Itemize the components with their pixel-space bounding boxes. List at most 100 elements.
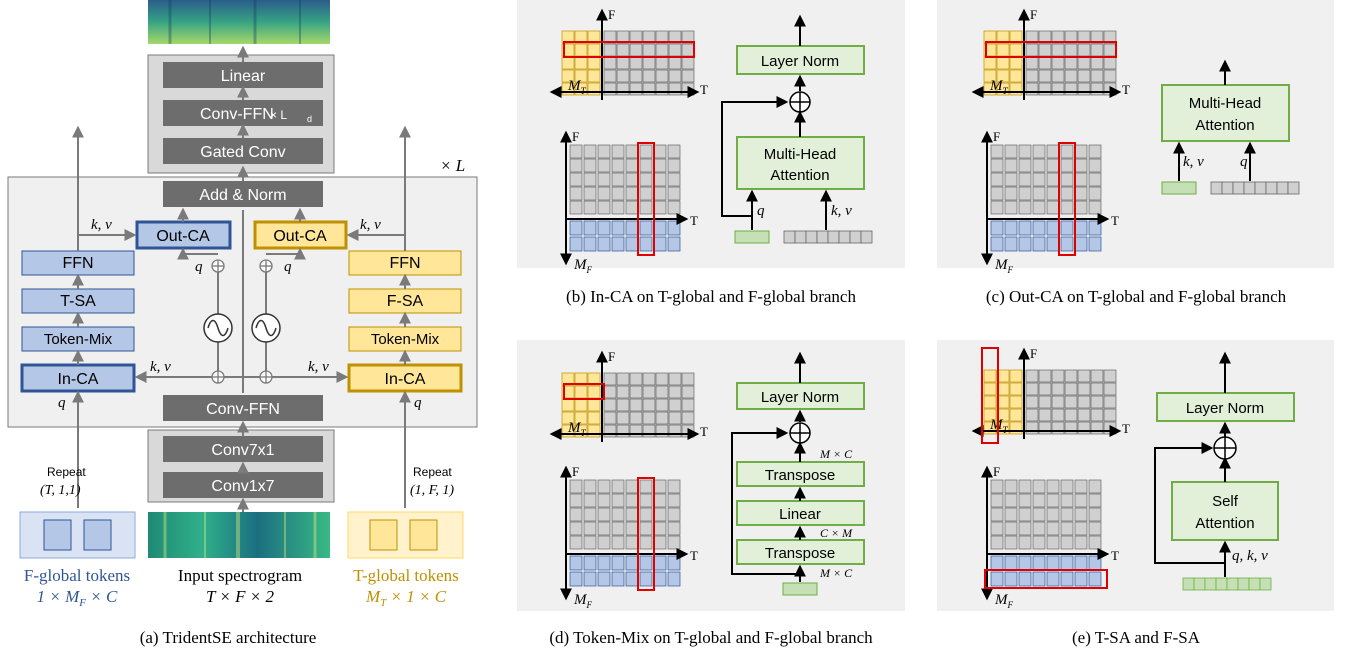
- feature-cell: [1064, 82, 1078, 96]
- panel-d-blocks: Layer Norm Transpose Linear Transpose M …: [731, 351, 865, 596]
- f-global-token-cell: [1018, 555, 1032, 571]
- gated-conv-label: Gated Conv: [200, 144, 285, 161]
- feature-cell: [1032, 158, 1046, 173]
- feature-cell: [569, 535, 583, 550]
- f-global-token-cell: [583, 220, 597, 236]
- right-branch: FFN F-SA Token-Mix In-CA k, v q: [346, 125, 463, 508]
- feature-cell: [1074, 535, 1088, 550]
- feature-cell: [668, 424, 682, 438]
- d-dim-3: M × C: [819, 566, 853, 580]
- conv-ffn-mid-label: Conv-FFN: [206, 401, 280, 418]
- feature-cell: [603, 69, 617, 83]
- t-global-token-cell: [561, 56, 575, 70]
- b-mha-label-1: Multi-Head: [764, 146, 837, 163]
- feature-cell: [1038, 395, 1052, 409]
- f-global-token-cell: [1046, 220, 1060, 236]
- t-axis-label: T: [690, 213, 698, 228]
- f-axis-label: F: [1030, 346, 1037, 361]
- t-global-token-cell: [587, 82, 601, 96]
- c-mha: [1161, 84, 1290, 142]
- feature-cell: [1032, 493, 1046, 508]
- feature-cell: [1025, 395, 1039, 409]
- feature-cell: [1046, 186, 1060, 201]
- panel-a-architecture: Linear Conv-FFN × L d Gated Conv × L Add…: [7, 0, 478, 647]
- conv-ffn-ld-block: [163, 100, 323, 126]
- feature-cell: [1060, 158, 1074, 173]
- t-global-token-cell: [983, 382, 997, 396]
- f-global-token-cell: [639, 236, 653, 252]
- feature-cell: [653, 172, 667, 187]
- feature-cell: [668, 385, 682, 399]
- f-global-token-cell: [653, 236, 667, 252]
- f-global-token-cell: [597, 555, 611, 571]
- b-mha-label-2: Attention: [770, 167, 829, 184]
- left-inca-label: In-CA: [58, 371, 99, 388]
- highlight-box: [563, 383, 605, 400]
- e-tokens: [1182, 577, 1272, 591]
- e-sa-label-2: Attention: [1195, 515, 1254, 532]
- c-mha-label-1: Multi-Head: [1189, 95, 1262, 112]
- f-global-token-cell: [625, 555, 639, 571]
- feature-cell: [1025, 82, 1039, 96]
- feature-cell: [569, 158, 583, 173]
- feature-cell: [569, 507, 583, 522]
- feature-cell: [1025, 43, 1039, 57]
- feature-cell: [653, 521, 667, 536]
- right-inca-label: In-CA: [385, 371, 426, 388]
- b-q-token: [734, 230, 770, 244]
- feature-cell: [667, 172, 681, 187]
- feature-cell: [655, 69, 669, 83]
- feature-cell: [1051, 69, 1065, 83]
- feature-cell: [616, 56, 630, 70]
- feature-cell: [639, 507, 653, 522]
- t-global-token-cell: [574, 43, 588, 57]
- feature-cell: [1090, 408, 1104, 422]
- feature-cell: [1038, 82, 1052, 96]
- feature-cell: [667, 493, 681, 508]
- f-global-token-cell: [1074, 555, 1088, 571]
- feature-cell: [603, 43, 617, 57]
- feature-cell: [1018, 158, 1032, 173]
- feature-cell: [1088, 186, 1102, 201]
- d-transpose-bottom-label: Transpose: [765, 545, 835, 562]
- t-token-2: [409, 519, 438, 551]
- f-global-token-cell: [583, 571, 597, 587]
- t-global-token-cell: [587, 56, 601, 70]
- panel-c-blocks: Multi-Head Attention k, v q: [1161, 59, 1300, 195]
- feature-cell: [1032, 479, 1046, 494]
- f-global-token-cell: [1004, 236, 1018, 252]
- f-axis-label: F: [608, 7, 615, 22]
- right-ffn-block: [348, 250, 462, 276]
- feature-cell: [603, 385, 617, 399]
- t-axis-label: T: [1122, 82, 1130, 97]
- feature-cell: [1004, 158, 1018, 173]
- feature-cell: [1032, 172, 1046, 187]
- feature-cell: [625, 186, 639, 201]
- kv-token-cell: [805, 230, 818, 244]
- feature-cell: [1051, 421, 1065, 435]
- highlight-box: [637, 477, 655, 591]
- f-global-token-cell: [1088, 220, 1102, 236]
- t-global-token-cell: [574, 69, 588, 83]
- kv-token-cell: [827, 230, 840, 244]
- f-global-token-cell: [1074, 236, 1088, 252]
- f-global-token-cell: [569, 220, 583, 236]
- right-fsa-label: F-SA: [387, 293, 424, 310]
- d-dim-1: M × C: [819, 447, 853, 461]
- feature-cell: [1103, 69, 1117, 83]
- qkv-token-cell: [1248, 577, 1261, 591]
- c-mha-label-2: Attention: [1195, 117, 1254, 134]
- feature-cell: [1060, 493, 1074, 508]
- feature-cell: [583, 535, 597, 550]
- b-layer-norm-label: Layer Norm: [761, 53, 839, 70]
- t-global-token-cell: [1009, 82, 1023, 96]
- feature-cell: [1051, 56, 1065, 70]
- qkv-token-cell: [1182, 577, 1195, 591]
- repeat-right-dims: (1, F, 1): [410, 483, 454, 498]
- q-token-cell: [1265, 181, 1278, 195]
- t-global-token-cell: [983, 369, 997, 383]
- feature-cell: [616, 372, 630, 386]
